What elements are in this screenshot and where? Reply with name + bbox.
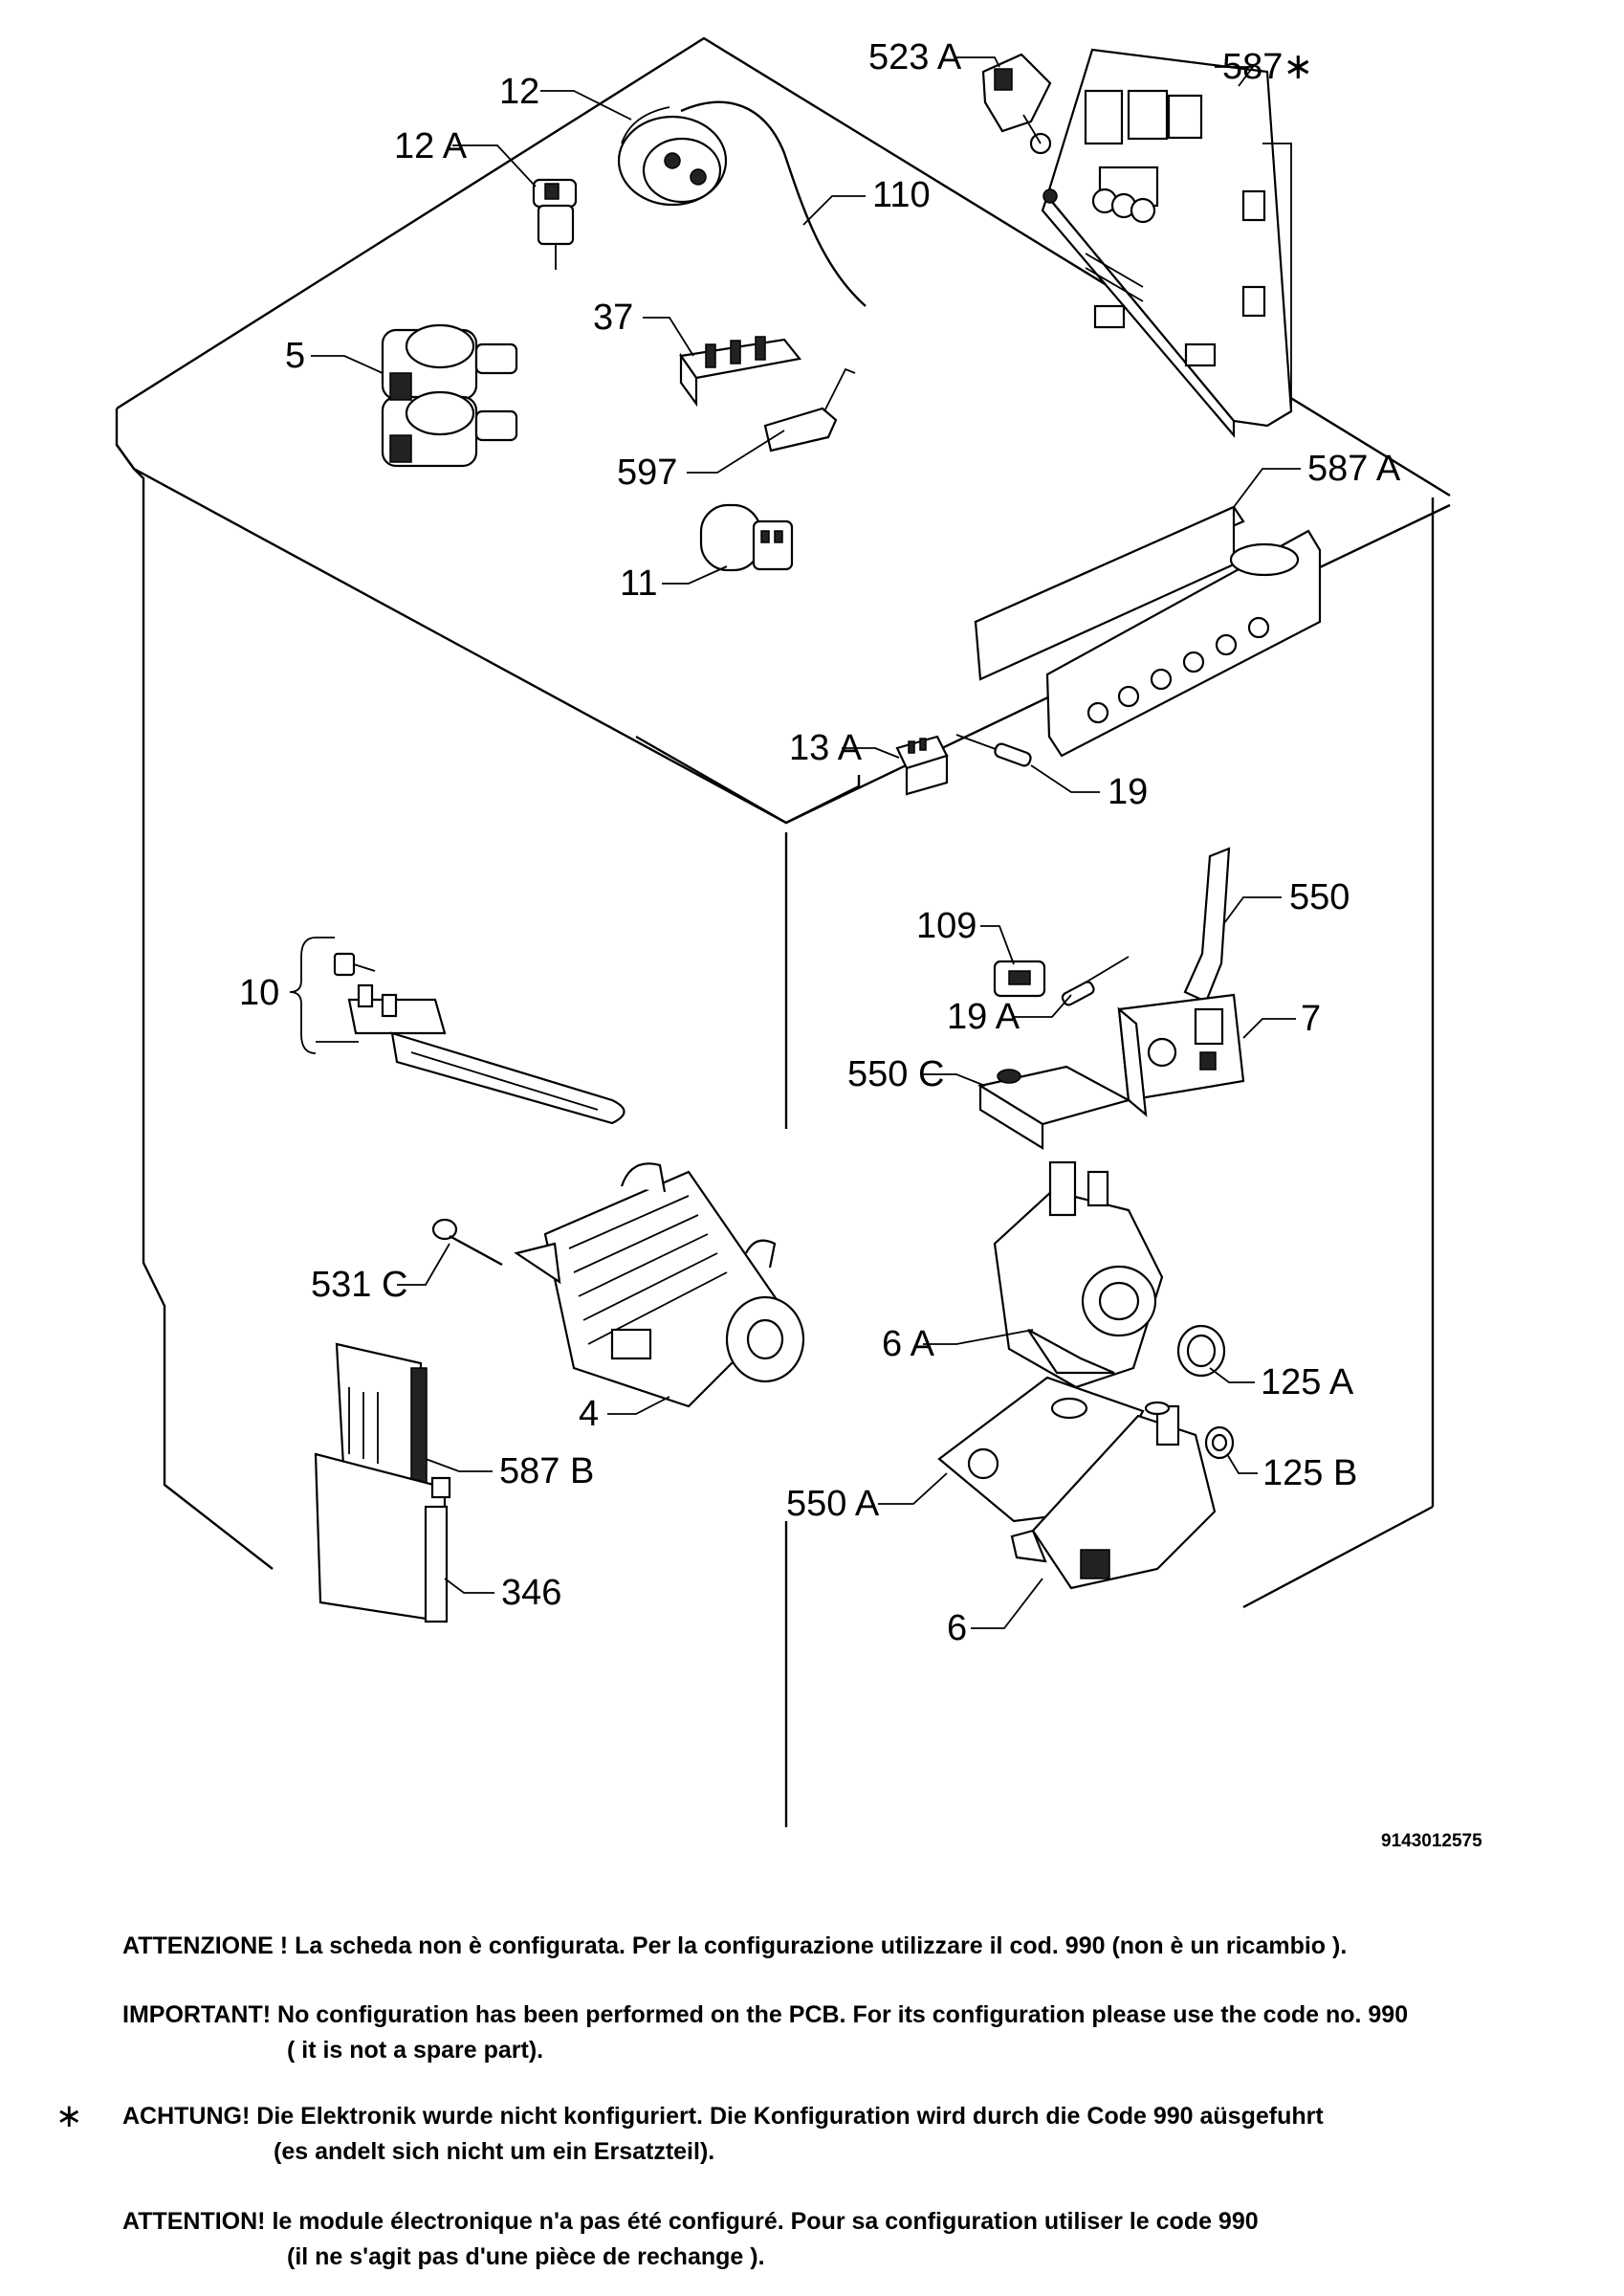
- probe-part-19a: [1061, 956, 1130, 1006]
- label-11: 11: [620, 563, 657, 604]
- lever-part-550: [1183, 847, 1231, 1004]
- main-pcb-part-587star: [1041, 48, 1293, 438]
- seal-part-125b: [1204, 1425, 1235, 1460]
- sensor-part-523a: [981, 53, 1052, 155]
- label-10: 10: [239, 973, 279, 1013]
- part-labels: 12 12 A 110 523 A 587∗ 5 37 597 587 A 11…: [239, 37, 1401, 1648]
- label-125a: 125 A: [1261, 1362, 1354, 1402]
- label-19: 19: [1108, 772, 1148, 812]
- note-french-line2: (il ne s'agit pas d'une pièce de rechang…: [287, 2243, 765, 2270]
- display-board-part-587a: [974, 505, 1322, 758]
- capacitor-part-11: [699, 503, 794, 572]
- label-7: 7: [1301, 999, 1321, 1039]
- label-587a: 587 A: [1307, 449, 1401, 489]
- hose-part-110: [680, 100, 867, 307]
- label-110: 110: [872, 175, 931, 215]
- label-19a: 19 A: [947, 997, 1020, 1037]
- exploded-parts-diagram: 12 12 A 110 523 A 587∗ 5 37 597 587 A 11…: [115, 36, 1482, 1851]
- label-6a: 6 A: [882, 1324, 935, 1364]
- door-lock-part-7: [1117, 993, 1245, 1117]
- label-12: 12: [499, 72, 539, 112]
- connector-part-13a: [895, 735, 949, 796]
- label-4: 4: [579, 1394, 599, 1434]
- clip-part-597: [763, 367, 856, 453]
- label-13a: 13 A: [789, 728, 863, 768]
- label-550: 550: [1289, 877, 1350, 917]
- label-587b: 587 B: [499, 1451, 594, 1491]
- note-english-line2: ( it is not a spare part).: [287, 2037, 544, 2064]
- water-valve-part-5: [381, 323, 518, 468]
- cover-part-550c: [977, 1065, 1131, 1150]
- note-german: ∗ ACHTUNG! Die Elektronik wurde nicht ko…: [0, 2099, 1624, 2170]
- note-english-line1: IMPORTANT! No configuration has been per…: [122, 2001, 1409, 2028]
- pressure-switch-part-12: [617, 106, 728, 207]
- pump-housing-part-6a: [993, 1160, 1164, 1389]
- label-346: 346: [501, 1573, 561, 1613]
- drawing-code: 9143012575: [1381, 1831, 1482, 1851]
- drain-pump-part-6: [1010, 1401, 1217, 1590]
- label-597: 597: [617, 453, 677, 493]
- label-5: 5: [285, 336, 305, 376]
- note-italian: ATTENZIONE ! La scheda non è configurata…: [0, 1929, 1624, 1964]
- note-french-line1: ATTENTION! le module électronique n'a pa…: [122, 2208, 1259, 2235]
- label-37: 37: [593, 298, 633, 338]
- label-125b: 125 B: [1262, 1453, 1357, 1493]
- label-587star: 587∗: [1222, 47, 1313, 87]
- sensor-part-12a: [532, 178, 578, 270]
- motor-part-4: [514, 1162, 805, 1408]
- label-550a: 550 A: [786, 1484, 880, 1524]
- note-french: ATTENTION! le module électronique n'a pa…: [0, 2204, 1624, 2275]
- screw-part-531c: [431, 1218, 503, 1267]
- note-german-line1: ACHTUNG! Die Elektronik wurde nicht konf…: [122, 2103, 1324, 2130]
- asterisk-marker: ∗: [55, 2098, 83, 2134]
- note-english: IMPORTANT! No configuration has been per…: [0, 1998, 1624, 2068]
- cover-part-109: [993, 960, 1046, 998]
- probe-part-19: [955, 734, 1032, 767]
- housing-part-346: [314, 1452, 451, 1623]
- label-531c: 531 C: [311, 1265, 407, 1305]
- label-523a: 523 A: [868, 37, 962, 77]
- label-550c: 550 C: [847, 1054, 944, 1094]
- label-12a: 12 A: [394, 126, 468, 166]
- connector-part-37: [679, 336, 802, 408]
- label-109: 109: [916, 906, 977, 946]
- seal-part-125a: [1176, 1324, 1226, 1378]
- note-italian-text: ATTENZIONE ! La scheda non è configurata…: [122, 1932, 1348, 1959]
- leader-lines: [289, 56, 1301, 1629]
- heating-element-part-10: [333, 952, 625, 1125]
- note-german-line2: (es andelt sich nicht um ein Ersatzteil)…: [274, 2138, 715, 2165]
- label-6: 6: [947, 1608, 967, 1648]
